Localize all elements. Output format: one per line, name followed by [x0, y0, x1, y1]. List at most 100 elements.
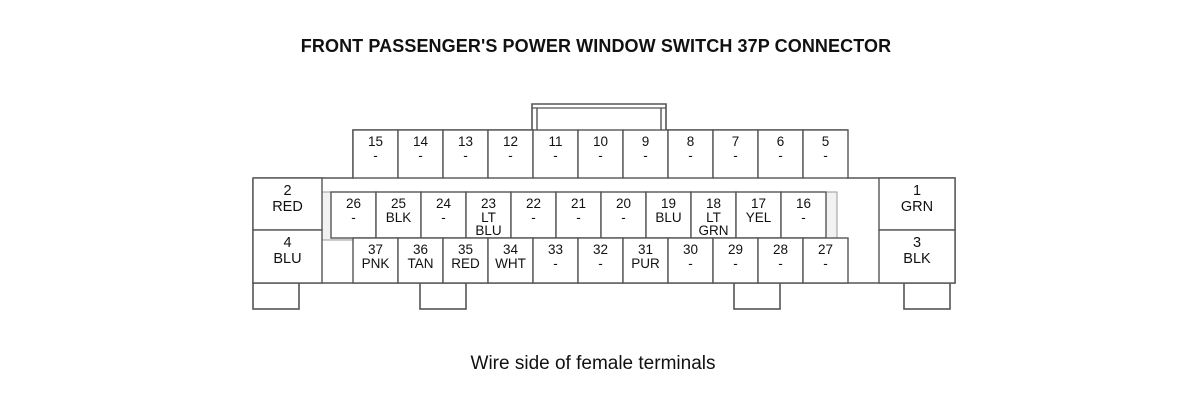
terminal-6: 6-: [757, 129, 804, 179]
terminal-22: 22-: [510, 191, 557, 239]
terminal-number: 16: [796, 196, 811, 211]
terminal-number: 10: [593, 134, 608, 149]
wire-color: RED: [272, 199, 303, 215]
terminal-28: 28-: [757, 237, 804, 284]
key-center-left: [419, 282, 467, 310]
wire-color: -: [801, 210, 806, 225]
wire-color: BLU: [655, 210, 681, 225]
terminal-33: 33-: [532, 237, 579, 284]
wire-color: -: [373, 148, 378, 163]
terminal-number: 5: [822, 134, 830, 149]
wire-color: -: [688, 148, 693, 163]
diagram-title: FRONT PASSENGER'S POWER WINDOW SWITCH 37…: [300, 36, 892, 56]
terminal-10: 10-: [577, 129, 624, 179]
terminal-13: 13-: [442, 129, 489, 179]
wire-color: BLK: [903, 251, 931, 267]
terminal-27: 27-: [802, 237, 849, 284]
wire-color: -: [598, 256, 603, 271]
terminal-number: 17: [751, 196, 766, 211]
wire-color: -: [823, 148, 828, 163]
terminal-15: 15-: [352, 129, 399, 179]
terminal-12: 12-: [487, 129, 534, 179]
terminal-number: 13: [458, 134, 473, 149]
terminal-5: 5-: [802, 129, 849, 179]
wire-color: BLK: [386, 210, 412, 225]
terminal-number: 32: [593, 242, 608, 257]
terminal-number: 36: [413, 242, 428, 257]
terminal-number: 19: [661, 196, 676, 211]
wire-color: -: [576, 210, 581, 225]
terminal-number: 24: [436, 196, 452, 211]
terminal-number: 9: [642, 134, 650, 149]
terminal-number: 8: [687, 134, 695, 149]
wire-color: -: [733, 148, 738, 163]
wire-color: -: [463, 148, 468, 163]
wire-color: -: [688, 256, 693, 271]
wire-color: -: [531, 210, 536, 225]
terminal-11: 11-: [532, 129, 579, 179]
terminal-29: 29-: [712, 237, 759, 284]
wire-color: LT: [481, 210, 496, 225]
terminal-number: 21: [571, 196, 586, 211]
wire-color: LT: [706, 210, 721, 225]
key-left: [252, 282, 300, 310]
terminal-7: 7-: [712, 129, 759, 179]
wire-color: PNK: [362, 256, 390, 271]
wire-color: -: [508, 148, 513, 163]
terminal-number: 11: [548, 134, 562, 149]
wire-color: -: [733, 256, 738, 271]
terminal-20: 20-: [600, 191, 647, 239]
terminal-number: 4: [283, 235, 291, 251]
wire-color: TAN: [408, 256, 434, 271]
wire-color: -: [441, 210, 446, 225]
terminal-8: 8-: [667, 129, 714, 179]
wire-color: PUR: [631, 256, 660, 271]
terminal-number: 23: [481, 196, 496, 211]
terminal-number: 1: [913, 183, 921, 199]
terminal-number: 20: [616, 196, 631, 211]
terminal-number: 35: [458, 242, 473, 257]
caption: Wire side of female terminals: [470, 353, 716, 374]
terminal-32: 32-: [577, 237, 624, 284]
wire-color: -: [778, 148, 783, 163]
terminal-21: 21-: [555, 191, 602, 239]
lock-tab: [531, 103, 667, 130]
wire-color: -: [553, 148, 558, 163]
terminal-number: 33: [548, 242, 563, 257]
wire-color: -: [643, 148, 648, 163]
wire-color: RED: [451, 256, 480, 271]
terminal-number: 34: [503, 242, 519, 257]
key-right: [903, 282, 951, 310]
wire-color: -: [553, 256, 558, 271]
terminal-number: 28: [773, 242, 788, 257]
terminal-number: 29: [728, 242, 743, 257]
wire-color: -: [418, 148, 423, 163]
terminal-number: 22: [526, 196, 541, 211]
terminal-number: 12: [503, 134, 518, 149]
wire-color: WHT: [495, 256, 526, 271]
wire-color: BLU: [273, 251, 301, 267]
terminal-26: 26-: [330, 191, 377, 239]
wire-color: BLU: [475, 223, 501, 238]
terminal-number: 2: [283, 183, 291, 199]
terminal-9: 9-: [622, 129, 669, 179]
terminal-30: 30-: [667, 237, 714, 284]
wire-color: -: [621, 210, 626, 225]
terminal-number: 18: [706, 196, 721, 211]
wire-color: -: [598, 148, 603, 163]
terminal-number: 37: [368, 242, 383, 257]
wire-color: -: [778, 256, 783, 271]
terminal-number: 25: [391, 196, 406, 211]
